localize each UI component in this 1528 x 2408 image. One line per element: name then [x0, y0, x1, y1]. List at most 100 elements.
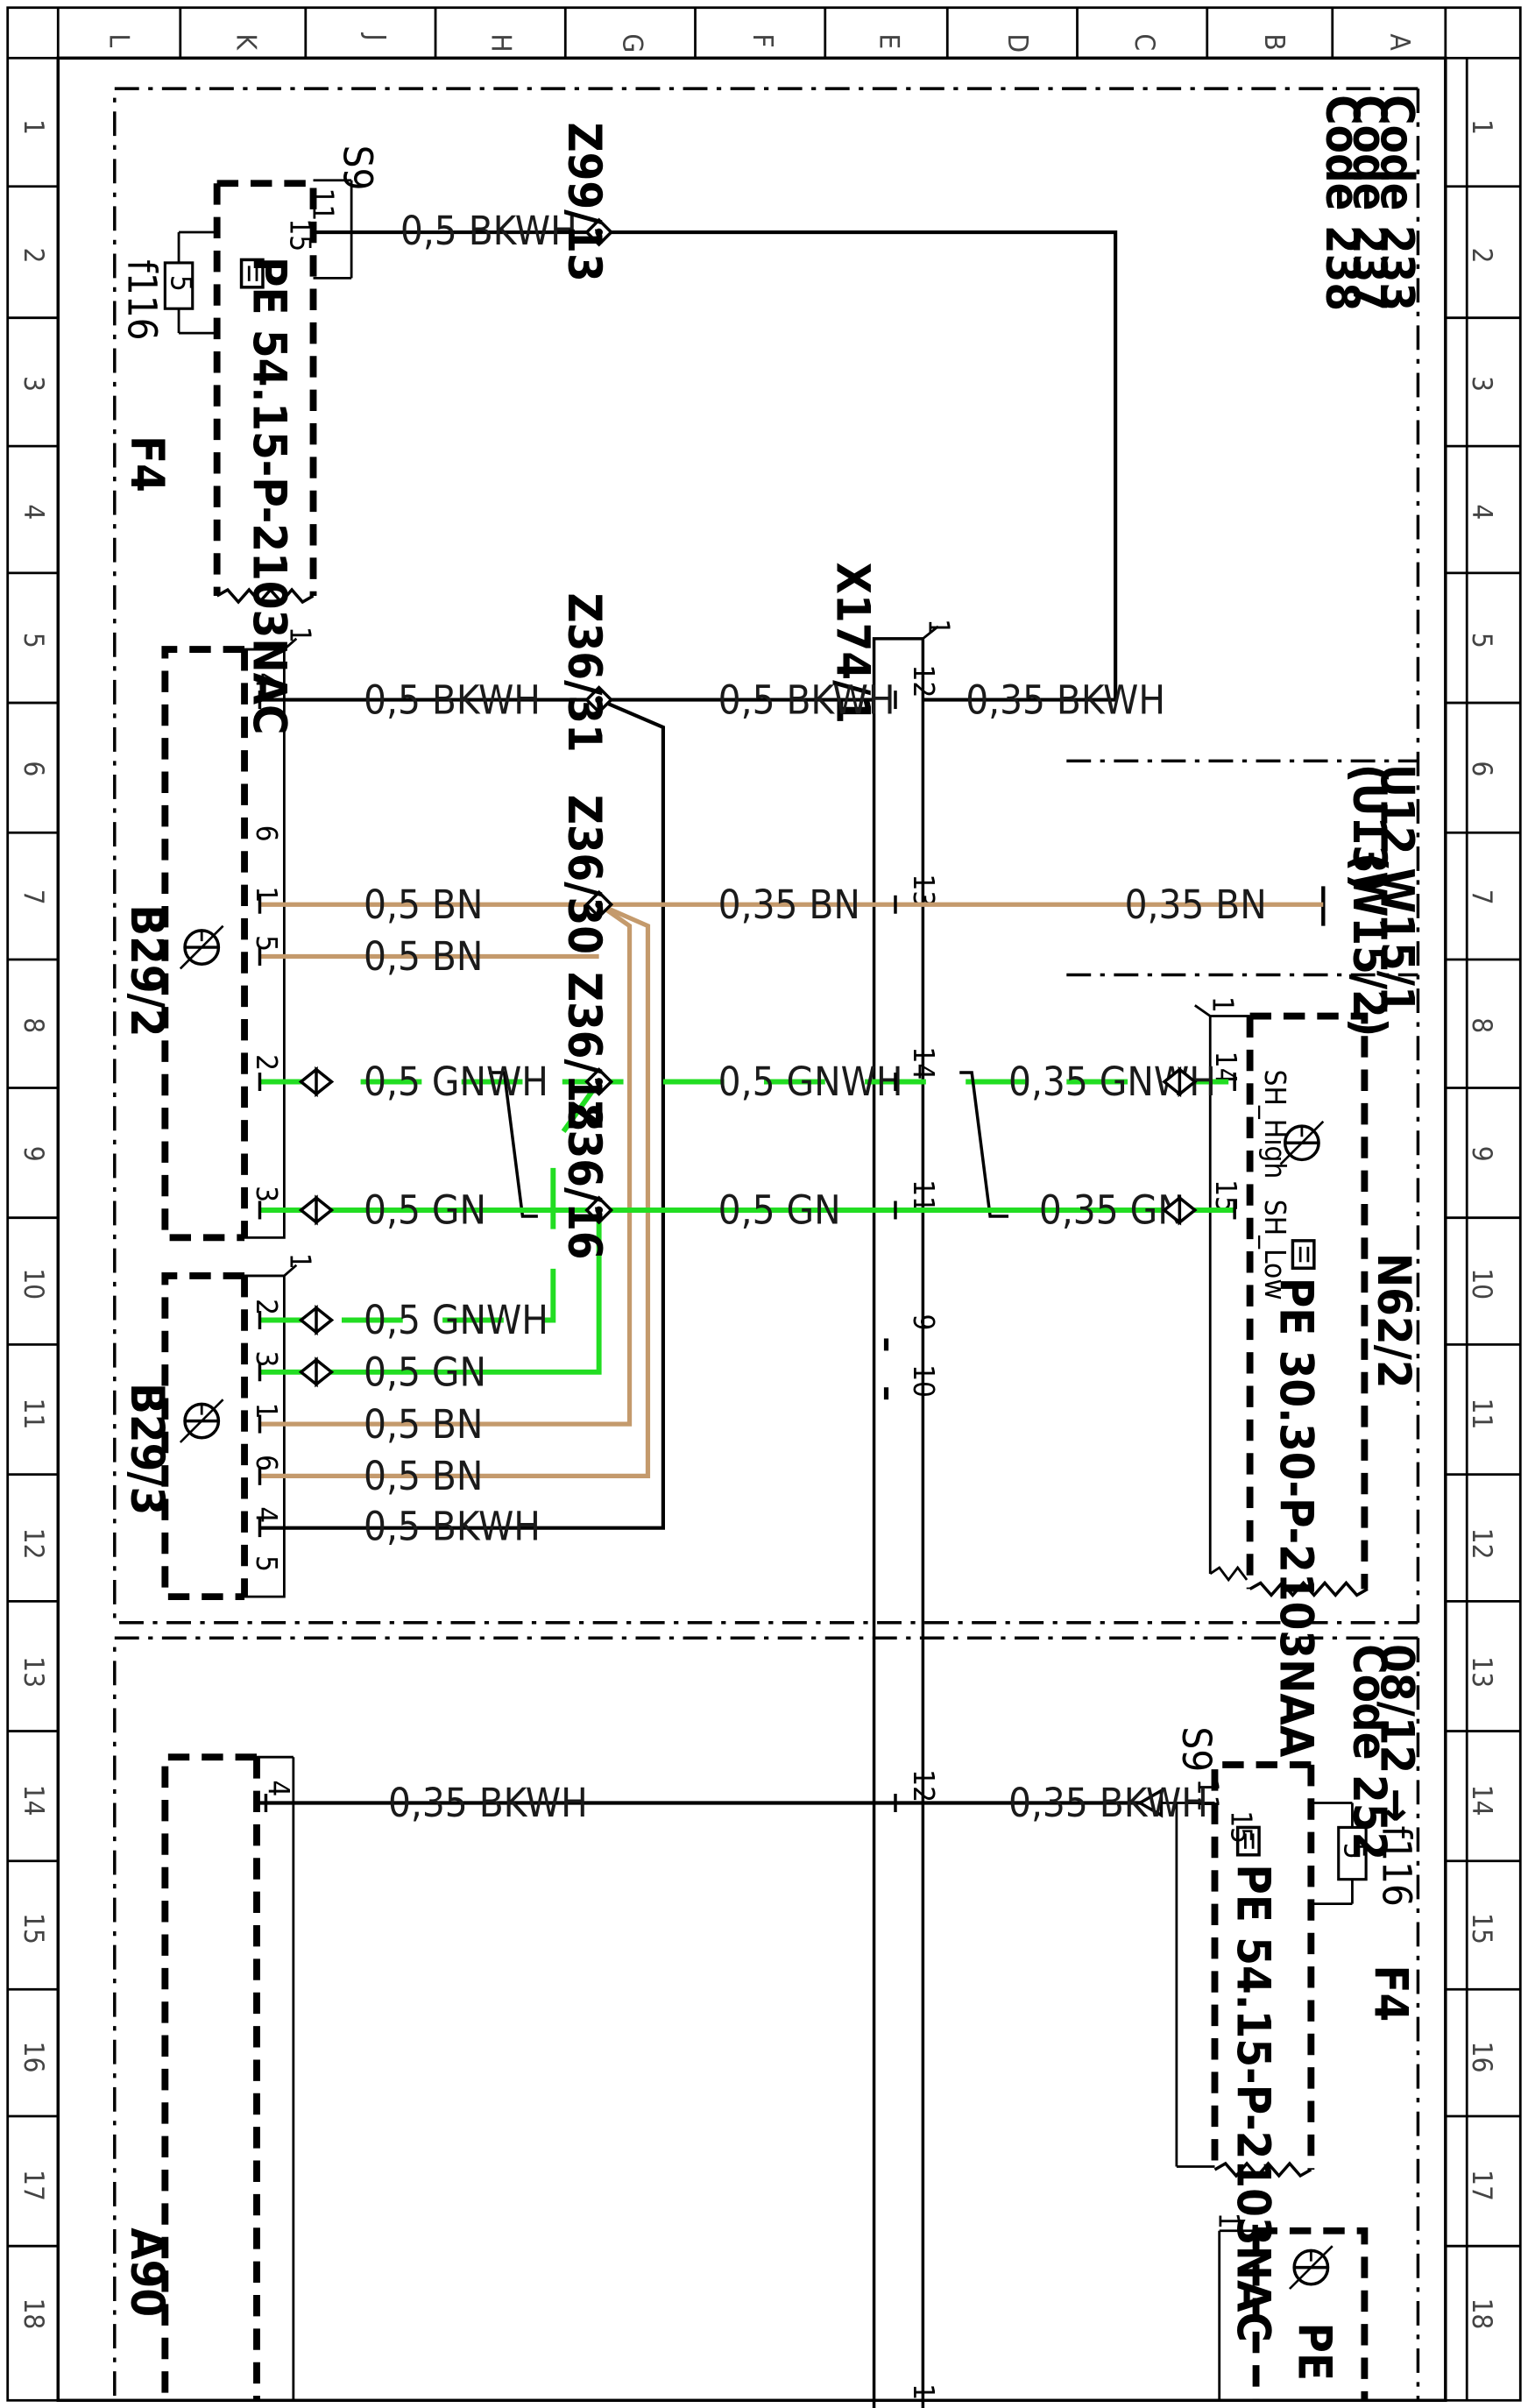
b29-3-label: B29/3	[120, 1383, 173, 1515]
a90-label: A90	[120, 2227, 173, 2317]
wire-label: 0,5 GNWH	[718, 1059, 903, 1105]
pin-label: 6	[250, 825, 284, 842]
wire-label: 0,5 GN	[364, 1349, 486, 1395]
pin-label: 1	[907, 2383, 941, 2400]
wire-label: 0,35 BN	[718, 882, 860, 928]
wire-gnwh: 0,5 GNWH 0,5 GNWH 0,35 GNWH 0,5 GNWH	[259, 1059, 1235, 1343]
fuse-block-f4-top: 5 11 15 S9 f116 F4 PE 54.15-P-2103NAC	[118, 145, 380, 735]
pin-label: 4	[250, 672, 284, 689]
sensor-b29-3: 1 2 3 1 6 4 5 B29/3	[120, 1253, 317, 1601]
sheet-frame	[6, 6, 1522, 2403]
splice-label: Z36/30	[557, 795, 611, 954]
pin-label: 1	[250, 886, 284, 903]
wire-gn: 0,5 GN 0,5 GN 0,35 GN 0,5 GN	[259, 1187, 1235, 1395]
col-label: G	[617, 33, 648, 53]
row-label: 2	[18, 247, 49, 263]
sh-high-label: SH_High	[1258, 1070, 1292, 1179]
col-label: E	[874, 33, 905, 49]
sensor-icon	[179, 1399, 224, 1443]
fuse-block-label: F4	[120, 436, 173, 492]
code-label: 08/12 →	[1370, 1644, 1424, 1823]
code-label: Code 233	[1370, 95, 1424, 311]
pin-label: 12	[907, 1769, 941, 1802]
s9-label: S9	[1173, 1726, 1220, 1772]
wire-label: 0,5 BKWH	[718, 676, 895, 723]
pin-label: 1	[922, 619, 956, 635]
code-label: Code 238	[1315, 95, 1369, 311]
row-label: 10	[1466, 1268, 1497, 1300]
fuse-block-f4-bottom: 5 11 15 S9 f116 F4 PE 54.15-P-2103NAC	[1173, 1726, 1419, 2342]
f116-label: f116	[118, 259, 165, 340]
wire-label: 0,35 BKWH	[388, 1780, 588, 1826]
row-label: 6	[18, 761, 49, 776]
n62-2-label: N62/2	[1367, 1253, 1420, 1389]
row-label: 12	[1466, 1528, 1497, 1560]
component-partial-bottom-right: 1 PE	[1213, 2213, 1369, 2401]
sensor-icon	[1289, 2245, 1333, 2290]
splice-z36-18	[584, 1067, 614, 1096]
splice-points: Z99/13 Z36/31 Z36/30 Z36/18 Z36/16	[557, 122, 614, 1260]
fuse-value: 5	[164, 275, 198, 292]
wire-label: 0,5 GNWH	[364, 1059, 548, 1105]
pin-label: 11	[907, 1179, 941, 1213]
wire-bn: 0,5 BN 0,5 BN 0,35 BN 0,35 BN 0,5 BN 0,5…	[259, 882, 1324, 1499]
wire-bkwh-top: 0,5 BKWH 0,35 BKWH	[313, 208, 1165, 723]
row-label: 7	[1466, 889, 1497, 905]
pin-label: 15	[1209, 1179, 1243, 1213]
col-label: L	[103, 33, 135, 47]
bidirectional-connector-icons	[298, 1066, 1198, 1388]
wire-label: 0,5 BN	[364, 1401, 483, 1448]
wire-label: 0,5 GN	[364, 1187, 486, 1234]
pin-label: 5	[250, 1555, 284, 1572]
row-label: 17	[18, 2170, 49, 2201]
splice-z99-13	[584, 217, 614, 247]
sensor-icon	[179, 924, 224, 970]
col-label: K	[230, 33, 261, 51]
splice-z36-31	[584, 685, 614, 715]
row-label: 11	[18, 1398, 49, 1429]
row-label: 7	[18, 889, 49, 905]
wire-label: 0,5 BKWH	[400, 208, 577, 254]
row-label: 12	[18, 1528, 49, 1560]
row-label: 2	[1466, 247, 1497, 263]
x174-label: X174/1	[826, 563, 880, 724]
splice-z36-30	[584, 889, 614, 919]
row-label: 8	[18, 1017, 49, 1033]
b29-2-label: B29/2	[120, 904, 173, 1037]
fuse-block-label: F4	[1364, 1965, 1418, 2022]
pin-label: 1	[1213, 2213, 1247, 2229]
code-area-bottom	[113, 1636, 1420, 2401]
row-label: 1	[1466, 119, 1497, 135]
wire-label: 0,35 BKWH	[966, 676, 1165, 723]
splice-label: Z99/13	[557, 122, 611, 281]
u12-label: U12	[1370, 764, 1424, 855]
row-label: 3	[1466, 376, 1497, 392]
row-label: 16	[18, 2042, 49, 2073]
hand-pointer-icon	[1291, 1239, 1316, 1270]
ground-point-w15: U12 (U13) W15/1 (W15/2)	[1321, 764, 1424, 1037]
code-label: Code 237	[1342, 95, 1396, 311]
col-label: B	[1258, 33, 1290, 50]
wire-bkwh-row5: 0,5 BKWH 0,5 BKWH 0,5 BKWH	[259, 676, 895, 1550]
pe-reference: PE 54.15-P-2103NAC	[243, 257, 296, 735]
pin-label: 9	[907, 1314, 941, 1331]
wire-label: 0,5 BKWH	[364, 1504, 541, 1550]
row-label: 5	[1466, 633, 1497, 648]
fuse-value: 5	[1338, 1843, 1372, 1859]
pin-label: 4	[250, 1506, 284, 1523]
s9-label: S9	[334, 145, 380, 191]
row-label: 18	[18, 2298, 49, 2329]
control-unit-n62-2: 1 14 15 SH_High SH_Low PE 30.30-P-2103NA…	[1194, 996, 1420, 1758]
component-a90: 4 A90	[120, 1753, 296, 2401]
pin-label: 3	[250, 1350, 284, 1367]
row-label: 13	[18, 1656, 49, 1688]
row-label: 8	[1466, 1017, 1497, 1033]
pin-label: 10	[907, 1364, 941, 1398]
pe-reference: PE 54.15-P-2103NAC	[1227, 1864, 1280, 2342]
pin-label: 11	[1191, 1779, 1225, 1812]
pin-label: 3	[250, 1186, 284, 1202]
row-label: 6	[1466, 761, 1497, 776]
row-label: 11	[1466, 1398, 1497, 1429]
sh-low-label: SH_Low	[1258, 1200, 1292, 1300]
pin-label: 1	[1206, 996, 1241, 1013]
